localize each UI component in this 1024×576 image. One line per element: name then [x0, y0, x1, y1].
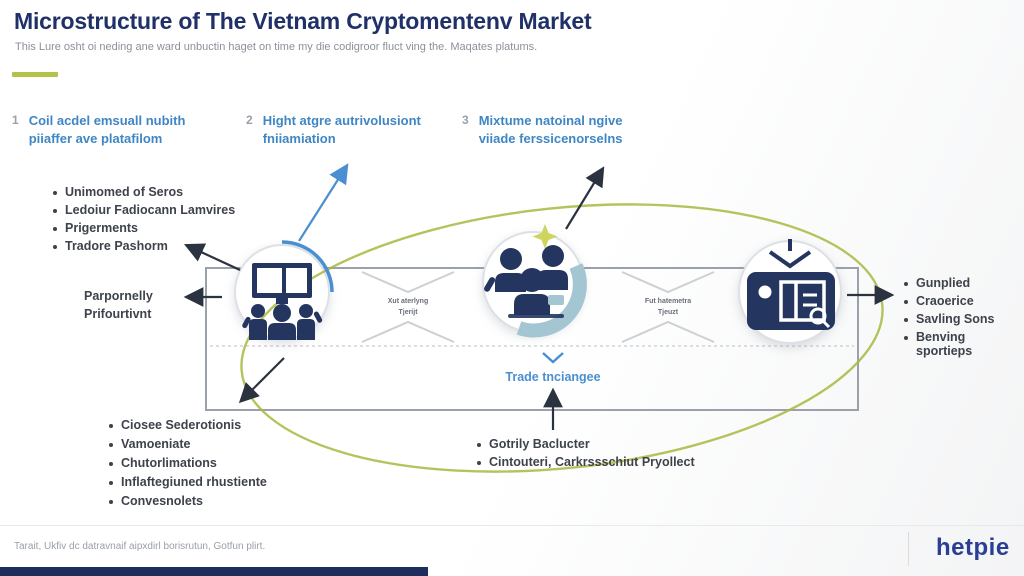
footer-vertical-divider — [908, 532, 909, 566]
chevron-down-icon — [621, 271, 715, 294]
footer-divider — [0, 525, 1024, 526]
flow1-line2: Tjerijt — [398, 308, 418, 316]
arrow-to-step3 — [565, 166, 605, 230]
left-side-label-line2: Prifourtivnt — [84, 306, 152, 321]
left-side-label: Parpornelly Prifourtivnt — [84, 288, 153, 323]
arrow-to-bottom-left-list — [238, 357, 285, 404]
list-item: Craoerice — [903, 294, 1023, 308]
left-bullet-list: Unimomed of Seros Ledoiur Fadiocann Lamv… — [52, 185, 235, 257]
list-item: Ciosee Sederotionis — [108, 418, 267, 432]
center-exchange-label: Trade tnciangee — [505, 370, 601, 384]
accent-underline-bar — [12, 72, 58, 77]
chevron-up-icon — [621, 320, 715, 343]
step-2-header: 2 Hight atgre autrivolusiont fniiamiatio… — [246, 112, 436, 147]
list-item: Gotrily Baclucter — [476, 437, 695, 451]
right-bullet-list: Gunplied Craoerice Savling Sons Benving … — [903, 276, 1023, 362]
list-item: Savling Sons — [903, 312, 1023, 326]
chevron-down-icon — [361, 271, 455, 294]
step-2-number: 2 — [246, 113, 253, 127]
bottom-center-bullet-list: Gotrily Baclucter Cintouteri, Carkrsssch… — [476, 437, 695, 473]
list-item: Vamoeniate — [108, 437, 267, 451]
node-circle-traders — [234, 244, 330, 340]
bottom-left-bullet-list: Ciosee Sederotionis Vamoeniate Chutorlim… — [108, 418, 267, 513]
step-3-number: 3 — [462, 113, 469, 127]
flow-connector-text-2: Fut hatemetra Tjeuzt — [608, 297, 728, 318]
list-item: Benving sportieps — [903, 330, 1023, 358]
list-item: Ledoiur Fadiocann Lamvires — [52, 203, 235, 217]
node-circle-team — [482, 231, 584, 333]
step-1-number: 1 — [12, 113, 19, 127]
flow2-line2: Tjeuzt — [657, 308, 679, 316]
left-side-label-line1: Parpornelly — [84, 289, 153, 303]
flow1-line1: Xut aterlyng — [387, 298, 429, 305]
step-1-label: Coil acdel emsuall nubith piiaffer ave p… — [28, 113, 186, 146]
brand-logo: hetpie — [936, 534, 1010, 561]
step-3-label: Mixtume natoinal ngive viiade ferssiceno… — [478, 113, 623, 146]
step-1-header: 1 Coil acdel emsuall nubith piiaffer ave… — [12, 112, 212, 147]
list-item: Chutorlimations — [108, 456, 267, 470]
flow2-line1: Fut hatemetra — [644, 298, 692, 305]
bottom-navy-strip — [0, 567, 428, 576]
step-2-label: Hight atgre autrivolusiont fniiamiation — [262, 113, 421, 146]
list-item: Prigerments — [52, 221, 235, 235]
list-item: Inflaftegiuned rhustiente — [108, 475, 267, 489]
list-item: Cintouteri, Carkrssschiut Pryollect — [476, 455, 695, 469]
footer-note: Tarait, Ukfiv dc datravnaif aipxdirl bor… — [14, 541, 266, 552]
list-item: Gunplied — [903, 276, 1023, 290]
blue-chevron-down-icon — [542, 352, 564, 364]
list-item: Convesnolets — [108, 494, 267, 508]
flow-connector-text-1: Xut aterlyng Tjerijt — [348, 297, 468, 318]
node-circle-device — [738, 240, 842, 344]
page-title: Microstructure of The Vietnam Cryptoment… — [14, 8, 592, 34]
step-3-header: 3 Mixtume natoinal ngive viiade ferssice… — [462, 112, 652, 147]
list-item: Unimomed of Seros — [52, 185, 235, 199]
chevron-up-icon — [361, 320, 455, 343]
blue-arrow-to-step2 — [298, 163, 349, 242]
list-item: Tradore Pashorm — [52, 239, 235, 253]
page-subtitle: This Lure osht oi neding ane ward unbuct… — [15, 41, 538, 53]
